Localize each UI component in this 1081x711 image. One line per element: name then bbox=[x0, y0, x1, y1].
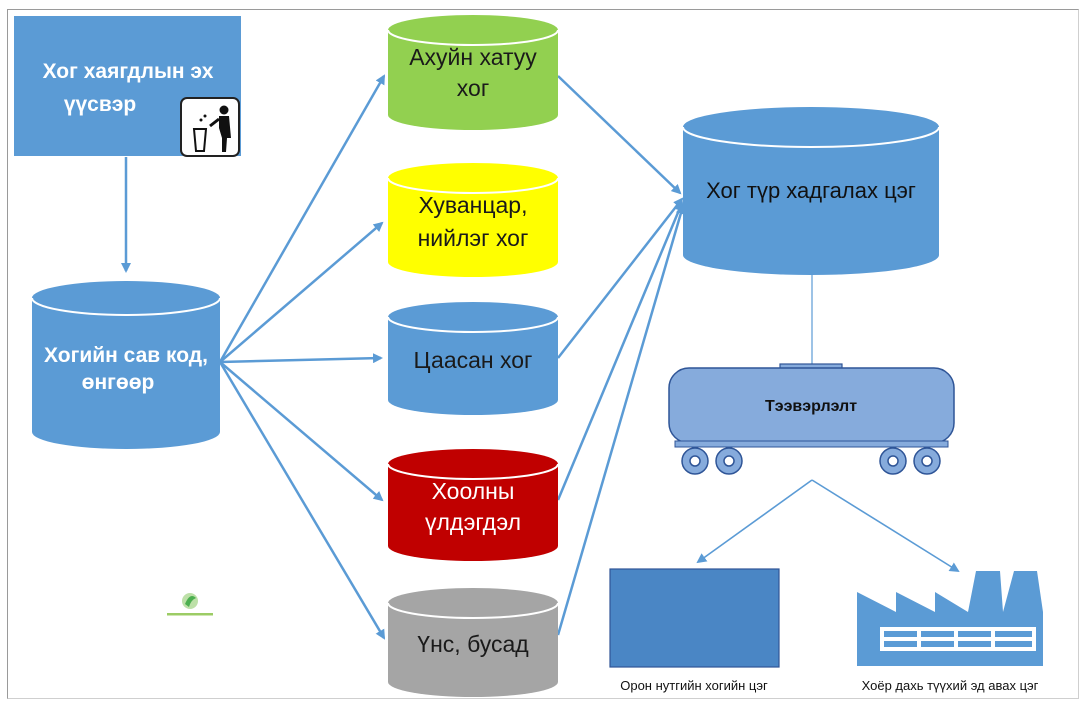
landfill-box bbox=[609, 568, 780, 668]
transport-label: Тээвэрлэлт bbox=[765, 398, 857, 415]
arrow-transport-to-landfill bbox=[696, 479, 813, 564]
category-label-line2: үлдэгдэл bbox=[425, 509, 521, 535]
category-label-line2: нийлэг хог bbox=[418, 225, 529, 251]
category-green-cylinder: Ахуйн хатуу хог bbox=[387, 15, 559, 130]
sorting-label-line2: өнгөөр bbox=[82, 371, 155, 394]
category-label-line1: Үнс, бусад bbox=[417, 631, 529, 657]
arrow-gray-to-storage bbox=[556, 204, 686, 636]
trash-person-icon bbox=[180, 97, 240, 157]
factory-icon bbox=[857, 571, 1043, 666]
category-label-line1: Цаасан хог bbox=[414, 347, 533, 373]
arrow-green-to-storage bbox=[557, 75, 682, 195]
sorting-label-line1: Хогийн сав код, bbox=[44, 344, 208, 367]
category-label-line1: Хуванцар, bbox=[419, 192, 528, 218]
arrow-transport-to-recycling bbox=[811, 479, 960, 573]
wheel-icon bbox=[681, 447, 941, 475]
category-gray-cylinder: Үнс, бусад bbox=[387, 588, 559, 697]
category-label-line2: хог bbox=[457, 75, 489, 101]
recycling-label: Хоёр дахь түүхий эд авах цэг bbox=[862, 678, 1039, 693]
storage-cylinder: Хог түр хадгалах цэг bbox=[682, 107, 940, 275]
source-box: Хог хаягдлын эх үүсвэр bbox=[14, 16, 241, 157]
storage-label: Хог түр хадгалах цэг bbox=[706, 178, 916, 203]
category-label-line1: Хоолны bbox=[432, 478, 515, 504]
landfill-label: Орон нутгийн хогийн цэг bbox=[620, 678, 768, 693]
arrow-sorting-to-green bbox=[218, 74, 386, 363]
source-label-line1: Хог хаягдлын эх bbox=[43, 60, 214, 83]
arrow-sorting-to-yellow bbox=[219, 221, 384, 363]
arrow-sorting-to-red bbox=[219, 361, 384, 502]
sorting-cylinder: Хогийн сав код, өнгөөр bbox=[31, 281, 221, 449]
flow-arrows bbox=[121, 74, 960, 640]
arrow-blue-to-storage bbox=[557, 197, 684, 359]
arrow-red-to-storage bbox=[556, 201, 684, 501]
category-label-line1: Ахуйн хатуу bbox=[409, 44, 537, 70]
watermark-logo-icon bbox=[167, 593, 213, 616]
arrow-sorting-to-blue bbox=[219, 353, 383, 364]
category-blue-cylinder: Цаасан хог bbox=[387, 302, 559, 415]
arrow-sorting-to-gray bbox=[218, 361, 386, 640]
tank-car-icon: Тээвэрлэлт bbox=[668, 363, 955, 475]
category-red-cylinder: Хоолны үлдэгдэл bbox=[387, 449, 559, 561]
source-label-line2: үүсвэр bbox=[64, 93, 136, 116]
diagram-frame bbox=[7, 9, 1079, 699]
category-yellow-cylinder: Хуванцар, нийлэг хог bbox=[387, 163, 559, 277]
